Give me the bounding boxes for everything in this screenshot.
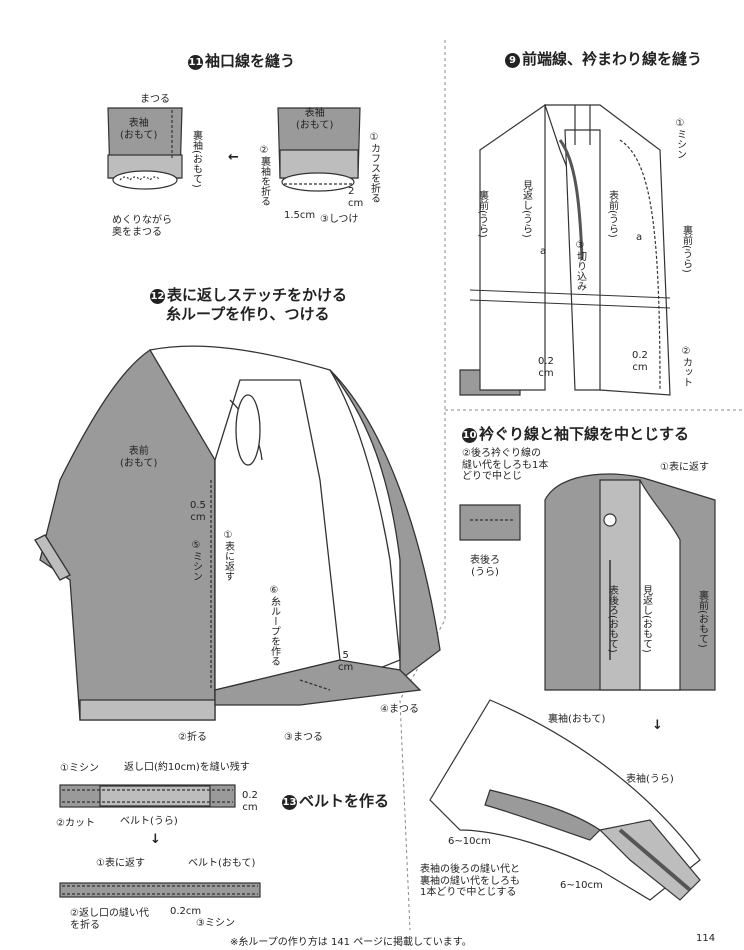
label: ①カフスを折る xyxy=(368,132,380,203)
sleeve-cuff-left-drawing xyxy=(107,107,183,190)
label: ①ミシン xyxy=(60,763,99,774)
label: ②折る xyxy=(178,732,207,743)
label: ②後ろ衿ぐり線の 縫い代をしろも1本 どりで中とじ xyxy=(462,448,549,482)
sleeve-cuff-right-drawing xyxy=(277,107,361,192)
label: 表前 (おもて) xyxy=(120,446,158,469)
label: 1.5cm xyxy=(284,210,316,221)
label: 裏袖(おもて) xyxy=(190,130,202,188)
label: ②返し口の縫い代 を折る xyxy=(70,908,149,931)
footnote: ※糸ループの作り方は 141 ページに掲載しています。 xyxy=(230,937,472,948)
label: 6~10cm xyxy=(448,836,491,847)
label: ①ミシン xyxy=(674,118,686,159)
coat-drawing xyxy=(34,345,441,721)
label: 0.2 cm xyxy=(632,350,648,373)
label: 表袖(うら) xyxy=(626,774,674,785)
collar-back-drawing xyxy=(459,473,716,691)
left-arrow-icon: ← xyxy=(228,150,239,165)
label: ②カット xyxy=(680,346,692,387)
label: まつる xyxy=(140,94,170,105)
label: 裏袖(おもて) xyxy=(548,714,606,725)
down-arrow-icon: ↓ xyxy=(652,718,663,733)
label: ③ミシン xyxy=(196,918,235,929)
label: 返し口(約10cm)を縫い残す xyxy=(124,762,250,773)
front-edge-drawing xyxy=(459,103,671,396)
down-arrow-icon: ↓ xyxy=(150,832,161,847)
label: 表後ろ(おもて) xyxy=(606,585,618,653)
label: ②裏袖を折る xyxy=(258,145,270,206)
label: ⑥糸ループを作る xyxy=(268,585,280,666)
label: a xyxy=(540,246,547,257)
label: 2 cm xyxy=(348,186,364,209)
label: ③まつる xyxy=(284,732,323,743)
label: 0.2cm xyxy=(170,906,202,917)
label: ⑤ミシン xyxy=(190,540,202,581)
label: ②カット xyxy=(56,818,95,829)
label: 表袖の後ろの縫い代と 裏袖の縫い代をしろも 1本どりで中とじする xyxy=(420,864,520,898)
label: 表前(うら) xyxy=(606,190,618,238)
label: ①表に返す xyxy=(222,530,234,581)
label: 見返し(おもて) xyxy=(640,585,652,653)
label: 6~10cm xyxy=(560,880,603,891)
label: めくりながら 奥をまつる xyxy=(112,215,172,238)
label: ①表に返す xyxy=(96,858,145,869)
label: 0.2 cm xyxy=(538,356,554,379)
label: ③しつけ xyxy=(320,214,359,225)
label: ベルト(うら) xyxy=(120,816,178,827)
label: 裏前(うら) xyxy=(476,190,488,238)
label: 表袖 (おもて) xyxy=(296,108,334,131)
label: 見返し(うら) xyxy=(520,180,532,238)
label: 裏前(うら) xyxy=(680,225,692,273)
belt-drawings xyxy=(59,784,261,898)
label: ④まつる xyxy=(380,704,419,715)
page-number: 114 xyxy=(696,933,716,944)
label: 0.5 cm xyxy=(190,500,206,523)
label: 5 cm xyxy=(338,650,354,673)
sleeve-inner-drawing xyxy=(429,699,701,901)
label: 表袖 (おもて) xyxy=(120,118,158,141)
label: 裏前(おもて) xyxy=(696,590,708,648)
label: a xyxy=(636,232,643,243)
label: 0.2 cm xyxy=(242,790,258,813)
label: 表後ろ (うら) xyxy=(470,555,500,578)
label: ③切り込み xyxy=(574,240,586,291)
label: ベルト(おもて) xyxy=(188,858,256,869)
label: ①表に返す xyxy=(660,462,709,473)
section-12-subtitle: 糸ループを作り、つける xyxy=(166,305,330,323)
